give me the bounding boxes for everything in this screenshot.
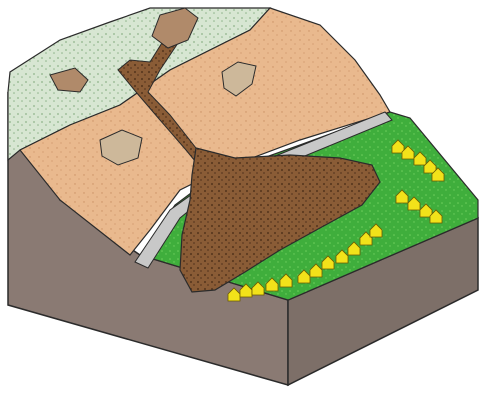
debris-flow-block-diagram bbox=[0, 0, 483, 393]
